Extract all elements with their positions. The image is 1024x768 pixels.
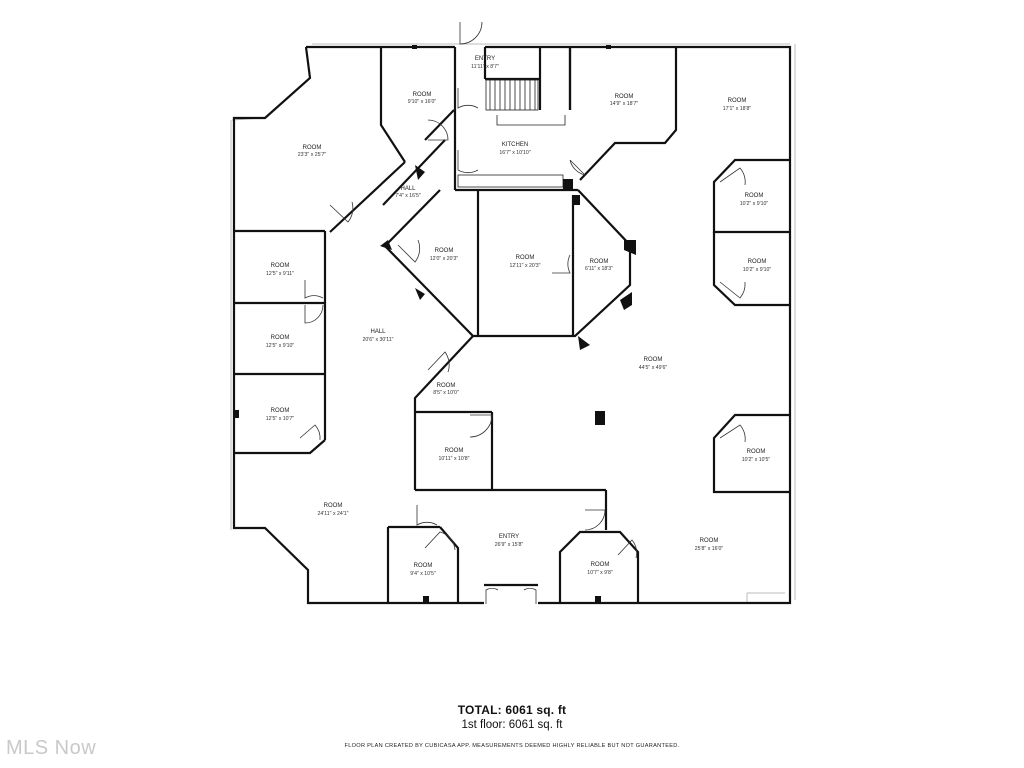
room-dims: 10'11" x 10'8" (439, 456, 470, 462)
walls (232, 45, 792, 605)
floor-area: 1st floor: 6061 sq. ft (461, 719, 563, 731)
room-dims: 12'5" x 10'7" (266, 416, 295, 422)
doors (299, 21, 746, 604)
room-dims: 12'5" x 9'10" (266, 343, 295, 349)
room-label: ROOM (271, 335, 290, 341)
room-label: ROOM (590, 259, 609, 265)
room-label: ROOM (414, 563, 433, 569)
room-dims: 12'0" x 20'3" (430, 256, 459, 262)
room-label: ROOM (303, 145, 322, 151)
room-label: ROOM (445, 448, 464, 454)
room-label: ENTRY (499, 534, 519, 540)
room-dims: 6'11" x 18'3" (585, 266, 613, 272)
room-label: ENTRY (475, 56, 495, 62)
watermark-logo: MLS Now (6, 737, 97, 759)
room-labels: ENTRY 11'11" x 8'7" ROOM 9'10" x 16'0" R… (266, 56, 772, 577)
room-dims: 9'10" x 16'0" (408, 99, 437, 105)
room-label: ROOM (748, 259, 767, 265)
room-label: ROOM (413, 92, 432, 98)
room-dims: 20'6" x 30'11" (363, 337, 394, 343)
room-dims: 10'2" x 9'10" (743, 267, 772, 273)
room-dims: 9'4" x 10'5" (410, 571, 436, 577)
room-label: ROOM (747, 449, 766, 455)
room-label: ROOM (271, 263, 290, 269)
room-dims: 26'9" x 15'8" (495, 542, 524, 548)
room-dims: 12'11" x 20'3" (510, 263, 541, 269)
room-dims: 10'7" x 9'8" (587, 570, 613, 576)
room-label: HALL (400, 186, 416, 192)
room-dims: 7'4" x 16'5" (395, 193, 421, 199)
room-label: ROOM (591, 562, 610, 568)
kitchen-counter (457, 174, 564, 188)
room-label: ROOM (324, 503, 343, 509)
room-dims: 23'3" x 25'7" (298, 152, 327, 158)
room-dims: 24'11" x 24'1" (318, 511, 349, 517)
room-label: ROOM (437, 383, 456, 389)
room-label: ROOM (615, 94, 634, 100)
room-dims: 25'8" x 16'0" (695, 546, 724, 552)
room-dims: 8'5" x 10'0" (433, 390, 459, 396)
room-dims: 11'11" x 8'7" (471, 64, 499, 70)
room-dims: 10'2" x 10'5" (742, 457, 771, 463)
floor-plan: ENTRY 11'11" x 8'7" ROOM 9'10" x 16'0" R… (230, 21, 796, 605)
room-dims: 44'5" x 49'6" (639, 365, 668, 371)
room-dims: 14'9" x 18'7" (610, 101, 639, 107)
windows (230, 43, 796, 603)
room-label: ROOM (745, 193, 764, 199)
room-dims: 17'1" x 18'8" (723, 106, 752, 112)
room-label: ROOM (271, 408, 290, 414)
room-dims: 16'7" x 10'10" (499, 150, 530, 156)
room-label: KITCHEN (502, 142, 528, 148)
columns (233, 45, 636, 603)
room-dims: 12'5" x 9'11" (266, 271, 294, 277)
total-area: TOTAL: 6061 sq. ft (457, 703, 567, 717)
room-label: ROOM (700, 538, 719, 544)
stairs (485, 79, 566, 126)
room-dims: 10'2" x 9'10" (740, 201, 769, 207)
room-label: ROOM (516, 255, 535, 261)
room-label: HALL (370, 329, 386, 335)
room-label: ROOM (644, 357, 663, 363)
disclaimer-text: FLOOR PLAN CREATED BY CUBICASA APP. MEAS… (344, 743, 680, 749)
room-label: ROOM (728, 98, 747, 104)
room-label: ROOM (435, 248, 454, 254)
